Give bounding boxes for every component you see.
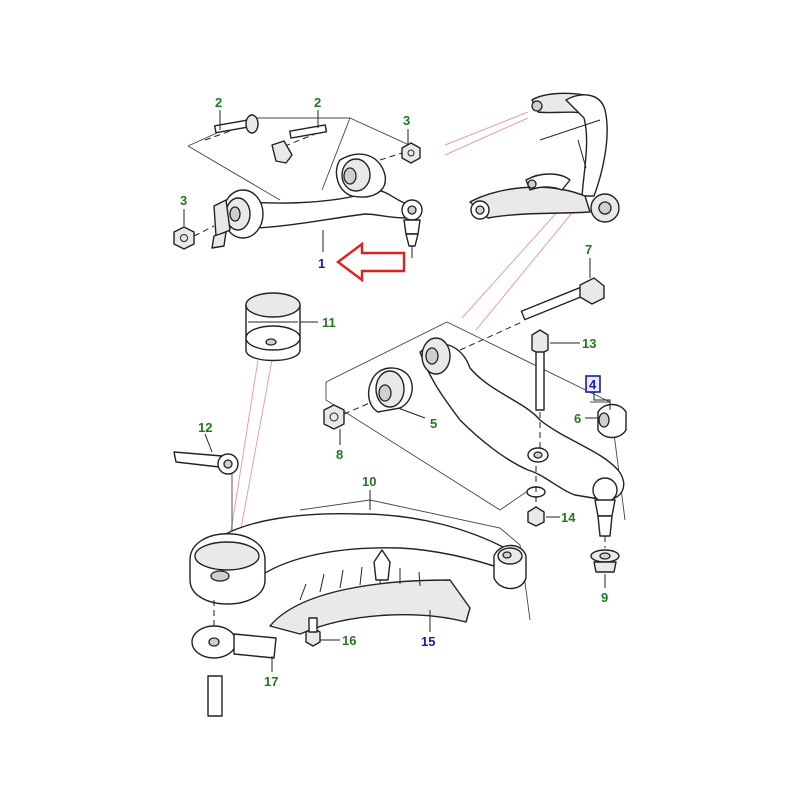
callout-15: 15 [421,634,435,649]
callout-14: 14 [561,510,576,525]
nut-14 [526,466,560,527]
callout-3-left: 3 [180,193,187,208]
highlight-arrow [336,241,406,283]
callout-labels: 1 2 2 3 3 4 5 6 7 8 9 10 11 12 13 14 15 … [180,95,608,689]
bolt-2-right [271,124,331,164]
callout-4: 4 [589,377,597,392]
upper-arm-group [173,114,423,258]
bracket-17 [191,600,277,717]
callout-13: 13 [582,336,596,351]
bushing-6 [585,403,627,439]
shield-15 [269,549,471,635]
callout-2-right: 2 [314,95,321,110]
callout-6: 6 [574,411,581,426]
callout-17: 17 [264,674,278,689]
bolt-16 [305,617,340,647]
nut-3-right [379,142,421,164]
nut-3-left [173,225,215,250]
lower-control-arm-4 [419,337,625,537]
link-12 [173,433,239,475]
bushing-5 [367,367,426,419]
callout-1: 1 [318,256,325,271]
callout-7: 7 [585,242,592,257]
callout-16: 16 [342,633,356,648]
reference-lines [221,111,577,589]
callout-2-left: 2 [215,95,222,110]
callout-5: 5 [430,416,437,431]
callout-8: 8 [336,447,343,462]
callout-4-box: 4 [585,375,601,393]
callout-10: 10 [362,474,376,489]
rear-lower-arm-group [173,433,531,717]
lower-arm-group [323,258,627,588]
callout-3-right: 3 [403,113,410,128]
bolt-2-left [204,114,259,141]
callout-11: 11 [322,315,336,330]
nut-9 [590,536,620,588]
bolt-13 [531,329,580,450]
bolt-7 [459,277,605,351]
callout-9: 9 [601,590,608,605]
bushing-11 [245,292,318,362]
upper-control-arm [211,153,423,258]
callout-12: 12 [198,420,212,435]
nut-8 [323,401,373,445]
suspension-overview-inset [469,92,620,223]
rear-control-arm-10 [189,490,527,605]
